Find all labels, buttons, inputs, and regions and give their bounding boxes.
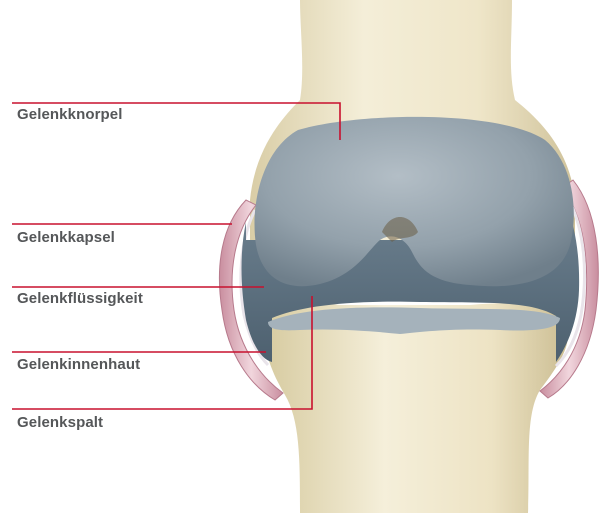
label-gelenkkapsel: Gelenkkapsel — [17, 229, 115, 246]
label-gelenkspalt: Gelenkspalt — [17, 414, 103, 431]
label-gelenkknorpel: Gelenkknorpel — [17, 106, 123, 123]
label-gelenkinnenhaut: Gelenkinnenhaut — [17, 356, 140, 373]
label-gelenkfluessigkeit: Gelenkflüssigkeit — [17, 290, 143, 307]
